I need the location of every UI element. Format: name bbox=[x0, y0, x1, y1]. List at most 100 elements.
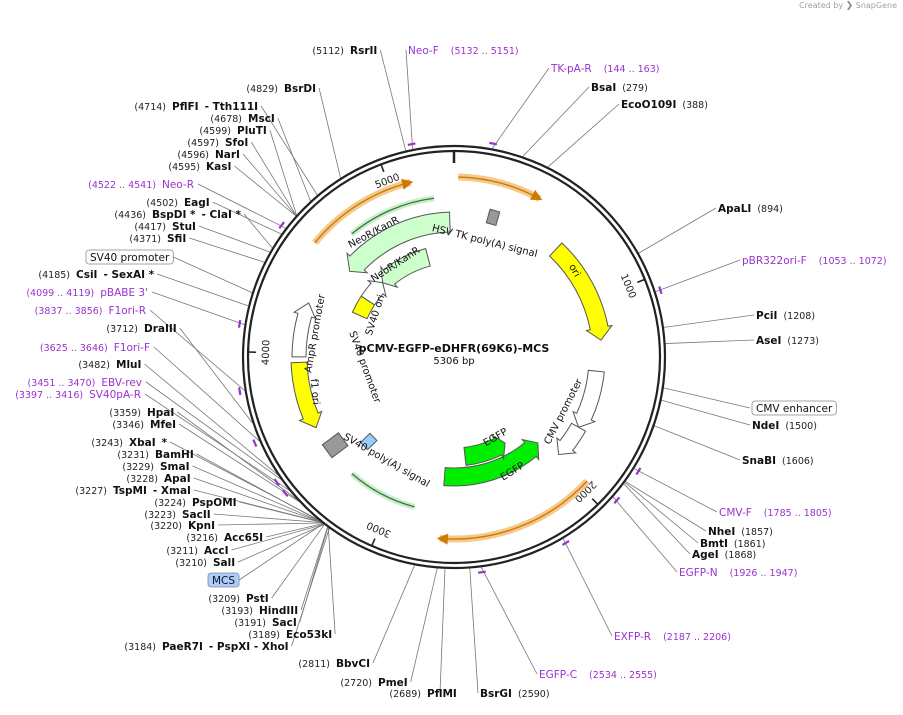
primer-mark bbox=[478, 572, 486, 573]
tick-label: 1000 bbox=[618, 272, 638, 300]
enzyme-position: (1273) bbox=[787, 336, 819, 347]
enzyme-label[interactable]: (2720)PmeI bbox=[340, 677, 407, 689]
enzyme-label[interactable]: (3229)SmaI bbox=[122, 461, 189, 473]
enzyme-position: (3227) bbox=[75, 486, 107, 497]
enzyme-label[interactable]: (3184)PaeR7I- PspXI - XhoI bbox=[124, 641, 288, 653]
enzyme-name[interactable]: BsrGI bbox=[480, 688, 512, 700]
enzyme-label[interactable]: (3193)HindIII bbox=[221, 605, 298, 617]
primer-label[interactable]: F1ori-R(3837 .. 3856) bbox=[35, 305, 146, 317]
mcs-tag[interactable]: MCS bbox=[208, 573, 239, 587]
enzyme-label[interactable]: (3216)Acc65I bbox=[186, 532, 263, 544]
enzyme-name: BspDI * bbox=[152, 209, 196, 221]
primer-label[interactable]: pBABE 3'(4099 .. 4119) bbox=[26, 287, 148, 299]
enzyme-position: (4596) bbox=[177, 150, 209, 161]
enzyme-label[interactable]: (4502)EagI bbox=[146, 197, 209, 209]
enzyme-label[interactable]: (4595)KasI bbox=[168, 161, 231, 173]
enzyme-label[interactable]: (3227)TspMI- XmaI bbox=[75, 485, 191, 497]
enzyme-name[interactable]: BsaI bbox=[591, 82, 616, 94]
enzyme-label[interactable]: (2689)PflMI bbox=[389, 688, 456, 700]
center-labels: pCMV-EGFP-eDHFR(69K6)-MCS 5306 bp bbox=[359, 342, 550, 367]
enzyme-label[interactable]: (3223)SacII bbox=[144, 509, 210, 521]
enzyme-label[interactable]: (3482)MluI bbox=[78, 359, 141, 371]
enzyme-name: SfiI bbox=[167, 233, 186, 245]
enzyme-label[interactable]: (3210)SalI bbox=[175, 557, 235, 569]
enzyme-label[interactable]: (3209)PstI bbox=[208, 593, 268, 605]
leader-line bbox=[152, 292, 244, 325]
enzyme-label[interactable]: (4185)CsiI- SexAI * bbox=[38, 269, 154, 281]
f1-label: f1 ori bbox=[308, 378, 321, 405]
enzyme-name[interactable]: NheI bbox=[708, 526, 735, 538]
primer-label[interactable]: CMV-F(1785 .. 1805) bbox=[719, 507, 832, 519]
enzyme-label[interactable]: (3191)SacI bbox=[234, 617, 296, 629]
primer-range: (3451 .. 3470) bbox=[28, 378, 96, 389]
enzyme-label[interactable]: (4829)BsrDI bbox=[246, 83, 316, 95]
primer-label[interactable]: EGFP-N(1926 .. 1947) bbox=[679, 567, 797, 579]
enzyme-position: (3209) bbox=[208, 594, 240, 605]
enzyme-label[interactable]: (3359)HpaI bbox=[109, 407, 174, 419]
primer-label[interactable]: pBR322ori-F(1053 .. 1072) bbox=[742, 255, 887, 267]
enzyme-name: NarI bbox=[215, 149, 240, 161]
primer-label[interactable]: F1ori-F(3625 .. 3646) bbox=[40, 342, 150, 354]
leader-line bbox=[624, 484, 690, 554]
enzyme-position: (1500) bbox=[785, 421, 817, 432]
enzyme-name[interactable]: NdeI bbox=[752, 420, 779, 432]
primer-label[interactable]: EXFP-R(2187 .. 2206) bbox=[614, 631, 731, 643]
primer-label[interactable]: SV40pA-R(3397 .. 3416) bbox=[15, 389, 141, 401]
primer-name: pBR322ori-F bbox=[742, 255, 807, 267]
leader-line bbox=[656, 260, 740, 292]
enzyme-label[interactable]: (4436)BspDI *- ClaI * bbox=[114, 209, 241, 221]
enzyme-label[interactable]: (4597)SfoI bbox=[187, 137, 248, 149]
enzyme-label[interactable]: (3228)ApaI bbox=[126, 473, 190, 485]
labels: HSV TK poly(A) signaloriNeoR/KanRNeoR/Ka… bbox=[15, 45, 886, 700]
enzyme-label[interactable]: (5112)RsrII bbox=[312, 45, 377, 57]
enzyme-label[interactable]: (4596) NarI bbox=[177, 149, 240, 161]
primer-mark bbox=[489, 143, 497, 144]
enzyme-name: ApaI bbox=[164, 473, 191, 485]
enzyme-label[interactable]: (4417)StuI bbox=[134, 221, 196, 233]
enzyme-label[interactable]: (4371)SfiI bbox=[129, 233, 186, 245]
leader-line bbox=[243, 154, 296, 216]
enzyme-name: MfeI bbox=[150, 419, 176, 431]
cmv-enhancer-tag-text: CMV enhancer bbox=[756, 403, 833, 415]
enzyme-name[interactable]: ApaLI bbox=[718, 203, 751, 215]
enzyme-extra: - ClaI * bbox=[202, 209, 242, 221]
primer-label[interactable]: Neo-F(5132 .. 5151) bbox=[408, 45, 519, 57]
enzyme-position: (4417) bbox=[134, 222, 166, 233]
primer-mark bbox=[659, 286, 661, 293]
enzyme-label[interactable]: (3220)KpnI bbox=[150, 520, 215, 532]
leader-line bbox=[666, 340, 754, 344]
enzyme-label[interactable]: (3189)Eco53kI bbox=[248, 629, 332, 641]
enzyme-name: PmeI bbox=[378, 677, 408, 689]
enzyme-label[interactable]: (4714)PflFI- Tth111I bbox=[134, 101, 258, 113]
enzyme-position: (3231) bbox=[117, 450, 149, 461]
enzyme-label[interactable]: (3712)DraIII bbox=[106, 323, 176, 335]
primer-label[interactable]: TK-pA-R(144 .. 163) bbox=[550, 63, 659, 75]
enzyme-label[interactable]: (3211)AccI bbox=[166, 545, 228, 557]
leader-line bbox=[179, 424, 299, 502]
primer-range: (3625 .. 3646) bbox=[40, 343, 108, 354]
enzyme-label[interactable]: (3243)XbaI* bbox=[91, 437, 167, 449]
primer-label[interactable]: EGFP-C(2534 .. 2555) bbox=[539, 669, 657, 681]
enzyme-name[interactable]: PciI bbox=[756, 310, 777, 322]
enzyme-label[interactable]: (2811)BbvCI bbox=[298, 658, 370, 670]
enzyme-name[interactable]: EcoO109I bbox=[621, 99, 676, 111]
enzyme-label[interactable]: (3231)BamHI bbox=[117, 449, 193, 461]
primer-label[interactable]: EBV-rev(3451 .. 3470) bbox=[28, 377, 143, 389]
primer-name: SV40pA-R bbox=[89, 389, 141, 401]
enzyme-label[interactable]: (4678)MscI bbox=[210, 113, 274, 125]
enzyme-position: (894) bbox=[757, 204, 783, 215]
enzyme-name[interactable]: SnaBI bbox=[742, 455, 776, 467]
sv40-promoter-tag[interactable]: SV40 promoter bbox=[86, 250, 173, 264]
enzyme-extra: - SexAI * bbox=[103, 269, 154, 281]
enzyme-label[interactable]: (3346)MfeI bbox=[112, 419, 176, 431]
tick-mark bbox=[637, 279, 644, 282]
enzyme-label[interactable]: (3224)PspOMI bbox=[154, 497, 236, 509]
cmv-enhancer-tag[interactable]: CMV enhancer bbox=[752, 401, 836, 415]
enzyme-label[interactable]: (4599)PluTI bbox=[199, 125, 266, 137]
enzyme-name[interactable]: AgeI bbox=[692, 549, 719, 561]
enzyme-name[interactable]: AseI bbox=[756, 335, 781, 347]
tick-label: 4000 bbox=[261, 340, 273, 366]
primer-label[interactable]: Neo-R(4522 .. 4541) bbox=[88, 179, 194, 191]
enzyme-name: PflMI bbox=[427, 688, 457, 700]
